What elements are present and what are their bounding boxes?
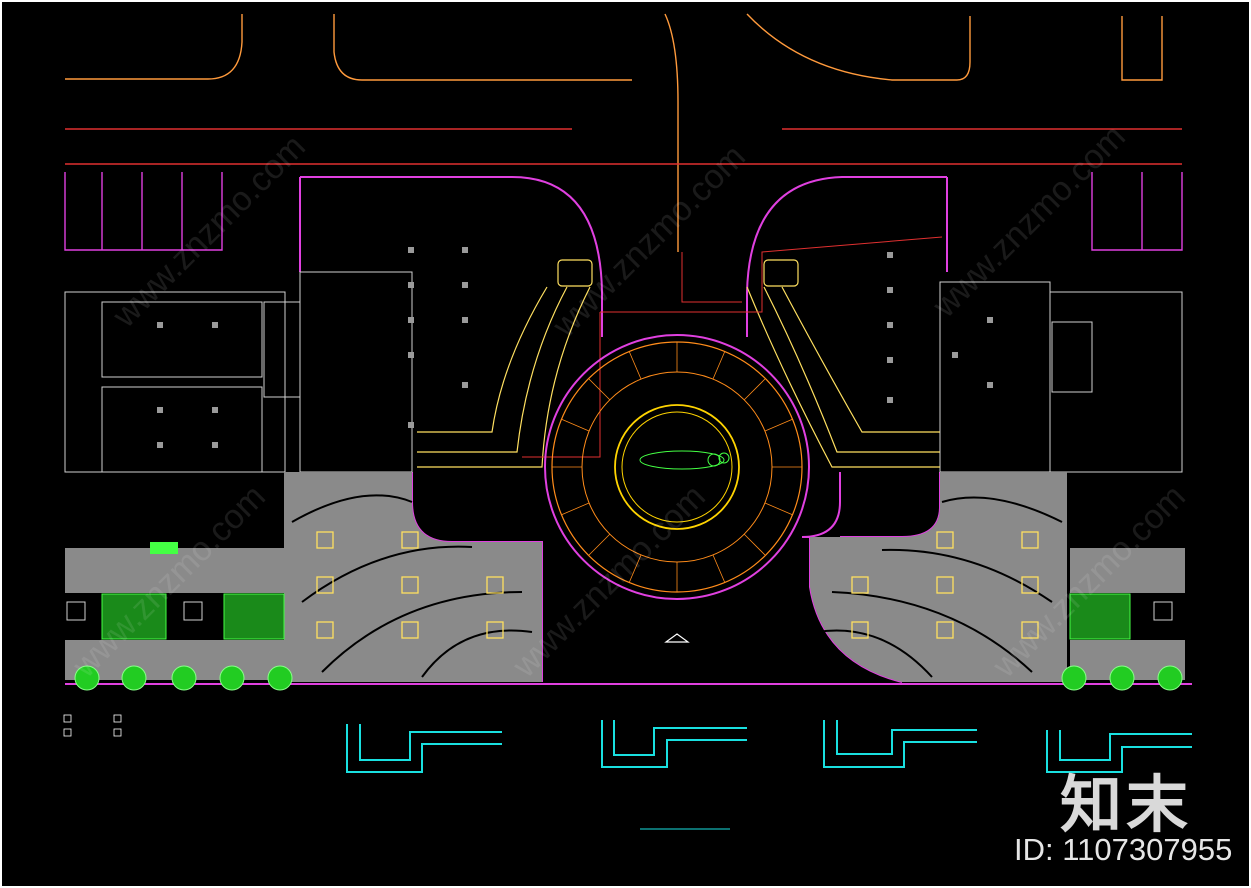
left-buildings (64, 271, 413, 473)
right-stair-arc (746, 259, 940, 468)
right-buildings (939, 281, 1183, 473)
central-fountain (544, 334, 810, 600)
parking-lots (64, 172, 1183, 251)
section-details (346, 720, 1192, 830)
image-id-label: ID: 1107307955 (1014, 832, 1233, 867)
plant-beds (66, 542, 1173, 640)
tree-icon (74, 665, 1183, 691)
left-stair-arc (417, 259, 593, 468)
legend-swatches (63, 714, 122, 737)
red-road-lines (65, 128, 1182, 165)
north-arrow-icon (664, 633, 690, 643)
column-markers (157, 247, 993, 448)
brand-logo: 知末 (1060, 768, 1193, 841)
planter-icon (316, 531, 1039, 639)
top-roads (65, 13, 1163, 252)
paving-swirls (291, 494, 1063, 678)
